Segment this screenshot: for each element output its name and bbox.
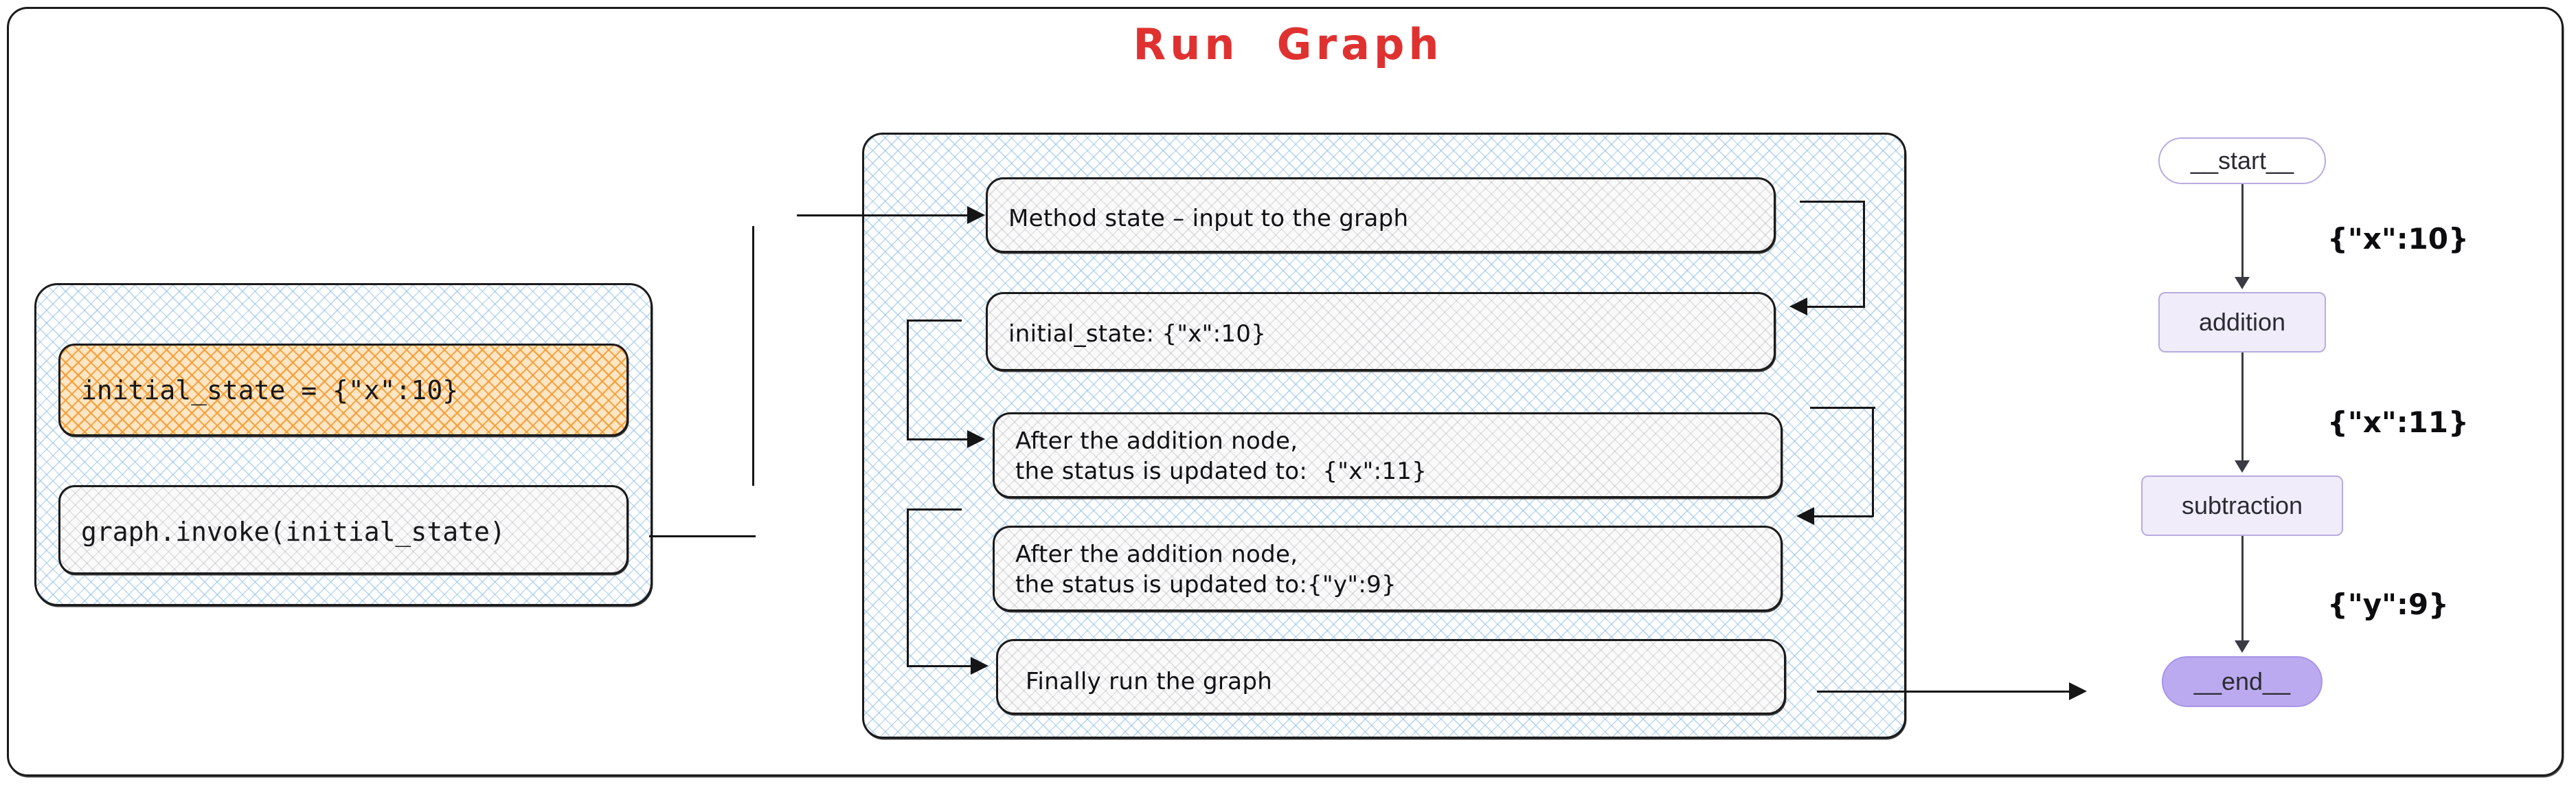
connector-invoke-to-spine <box>649 535 756 537</box>
connector-stub-step-4 <box>1810 407 1875 409</box>
connector-drop-step-5 <box>907 508 909 667</box>
connector-drop-step-4 <box>1872 407 1874 517</box>
connector-to-end-node <box>1817 691 2075 693</box>
arrow-head-step-5 <box>971 657 988 675</box>
connector-to-step-1 <box>797 214 972 216</box>
flow-node-end-label: __end__ <box>2193 667 2291 695</box>
connector-to-step-5 <box>907 665 975 667</box>
step-box-method-state <box>986 177 1776 253</box>
graph-invoke-code: graph.invoke(initial_state) <box>81 517 506 547</box>
flow-arrow-head-addition <box>2235 277 2250 289</box>
step-box-after-addition-x <box>993 412 1783 498</box>
step-label-initial-state: initial_state: {"x":10} <box>1008 320 1267 348</box>
step-3-line-2: the status is updated to: {"x":11} <box>1015 458 1427 485</box>
connector-stub-step-3 <box>907 320 962 322</box>
flow-edge-addition-to-subtraction <box>2241 352 2244 462</box>
flow-edge-label-subtraction-end: {"y":9} <box>2327 587 2449 621</box>
page-title: Run Graph <box>1133 19 1443 69</box>
connector-stub-step-2 <box>1800 201 1865 203</box>
flow-node-subtraction-label: subtraction <box>2181 491 2303 519</box>
outer-frame <box>7 7 2564 776</box>
step-box-finally-run <box>996 639 1786 715</box>
step-label-finally-run: Finally run the graph <box>1026 668 1273 695</box>
initial-state-code: initial_state = {"x":10} <box>81 375 459 405</box>
flow-node-start[interactable]: __start__ <box>2158 137 2326 184</box>
initial-state-highlight-box <box>58 344 629 436</box>
connector-to-step-3 <box>907 438 972 440</box>
flow-node-start-label: __start__ <box>2190 146 2294 175</box>
flow-arrow-head-subtraction <box>2235 460 2250 473</box>
flow-edge-subtraction-to-end <box>2241 536 2244 642</box>
step-box-after-addition-y <box>993 526 1783 612</box>
flow-node-addition-label: addition <box>2198 308 2286 336</box>
step-label-after-addition-y: After the addition node, the status is up… <box>1015 539 1397 600</box>
arrow-head-step-2 <box>1789 298 1807 315</box>
connector-drop-step-3 <box>907 320 909 440</box>
arrow-head-step-4 <box>1796 507 1814 525</box>
flow-node-subtraction[interactable]: subtraction <box>2141 475 2343 536</box>
connector-drop-step-2 <box>1863 201 1865 307</box>
step-label-after-addition-x: After the addition node, the status is up… <box>1015 426 1427 486</box>
flow-edge-label-start-addition: {"x":10} <box>2327 222 2469 256</box>
flow-edge-start-to-addition <box>2241 184 2244 278</box>
graph-invoke-box <box>58 485 629 574</box>
step-4-line-1: After the addition node, <box>1015 541 1298 568</box>
flow-edge-label-addition-subtraction: {"x":11} <box>2327 405 2469 439</box>
flow-node-end[interactable]: __end__ <box>2162 656 2323 707</box>
step-4-line-2: the status is updated to:{"y":9} <box>1015 571 1397 598</box>
flow-arrow-head-end <box>2235 640 2250 653</box>
connector-to-step-4 <box>1810 515 1873 517</box>
arrow-head-end-node <box>2069 682 2087 700</box>
step-3-line-1: After the addition node, <box>1015 427 1298 455</box>
connector-spine-left <box>752 226 754 486</box>
connector-to-step-2 <box>1803 306 1865 308</box>
step-box-initial-state <box>986 292 1776 371</box>
flow-node-addition[interactable]: addition <box>2158 292 2326 352</box>
arrow-head-step-3 <box>967 430 985 448</box>
arrow-head-step-1 <box>967 206 985 224</box>
step-label-method-state: Method state – input to the graph <box>1008 205 1409 232</box>
connector-stub-step-5 <box>907 508 962 511</box>
